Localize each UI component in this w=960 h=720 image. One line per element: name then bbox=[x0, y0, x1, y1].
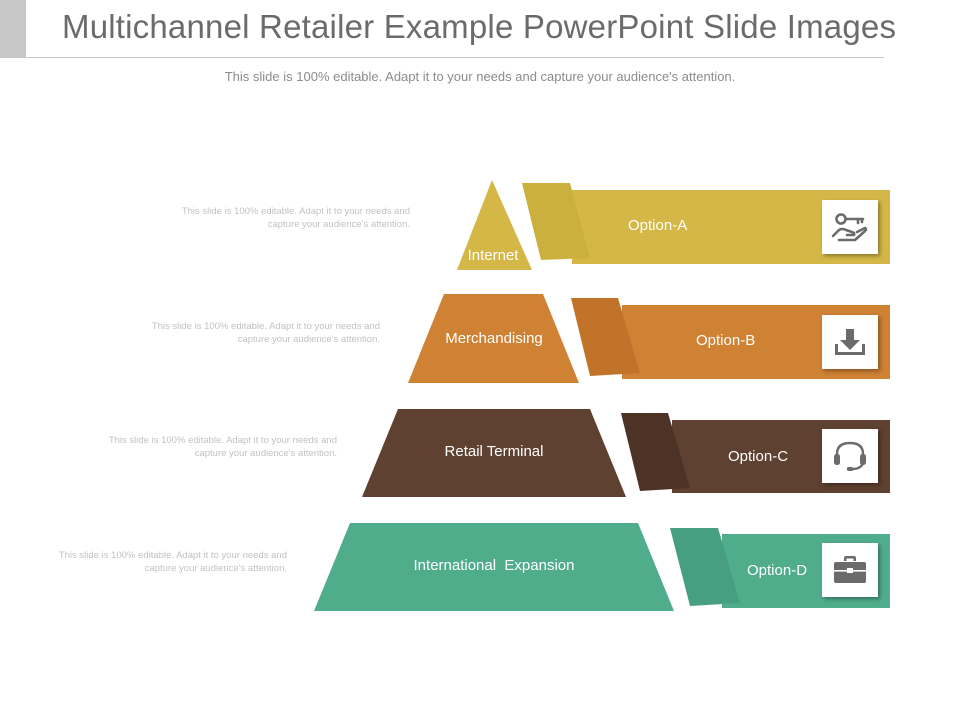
tier-label-international-expansion: International Expansion bbox=[413, 557, 575, 574]
tier-internet[interactable] bbox=[457, 180, 532, 270]
option-d-fold bbox=[670, 528, 740, 606]
download-icon bbox=[835, 329, 865, 355]
option-b-icon-box[interactable] bbox=[822, 315, 878, 369]
note-internet: This slide is 100% editable. Adapt it to… bbox=[181, 206, 410, 230]
note-international-expansion: This slide is 100% editable. Adapt it to… bbox=[58, 550, 287, 574]
tier-retail-terminal[interactable] bbox=[362, 409, 626, 497]
option-b-label: Option-B bbox=[696, 332, 756, 349]
option-a-icon-box[interactable] bbox=[822, 200, 878, 254]
headset-icon bbox=[834, 441, 866, 471]
option-d-icon-box[interactable] bbox=[822, 543, 878, 597]
tier-label-retail-terminal: Retail Terminal bbox=[444, 443, 544, 460]
hand-key-icon bbox=[831, 213, 868, 242]
option-c-icon-box[interactable] bbox=[822, 429, 878, 483]
option-d-label: Option-D bbox=[747, 562, 808, 579]
page-subtitle: This slide is 100% editable. Adapt it to… bbox=[224, 69, 736, 84]
briefcase-icon bbox=[834, 556, 866, 583]
option-c-fold bbox=[621, 413, 690, 491]
title-divider bbox=[26, 57, 884, 58]
tier-international-expansion[interactable] bbox=[314, 523, 674, 611]
page-title: Multichannel Retailer Example PowerPoint… bbox=[62, 8, 897, 45]
note-retail-terminal: This slide is 100% editable. Adapt it to… bbox=[108, 435, 337, 459]
option-c-label: Option-C bbox=[728, 448, 789, 465]
title-accent-bar bbox=[0, 0, 26, 58]
option-a-fold bbox=[522, 183, 590, 260]
option-b-fold bbox=[571, 298, 640, 376]
tier-merchandising[interactable] bbox=[408, 294, 579, 383]
note-merchandising: This slide is 100% editable. Adapt it to… bbox=[151, 321, 380, 345]
tier-label-merchandising: Merchandising bbox=[445, 330, 543, 347]
tier-label-internet: Internet bbox=[467, 247, 519, 264]
option-a-label: Option-A bbox=[628, 217, 688, 234]
